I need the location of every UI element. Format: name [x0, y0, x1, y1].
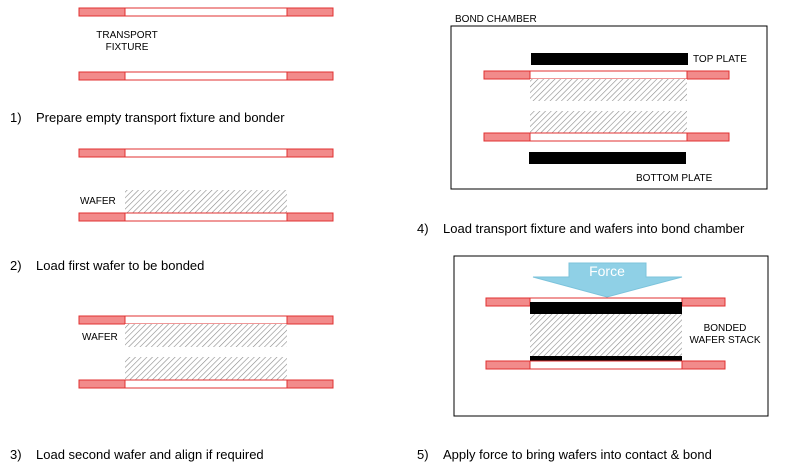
step-3-caption: Load second wafer and align if required	[36, 447, 264, 462]
step-2-diagram: WAFER	[78, 148, 334, 222]
second-wafer	[125, 324, 287, 347]
transport-fixture-label-line1: TRANSPORT	[96, 30, 158, 41]
fixture-bottom-bar	[485, 360, 726, 370]
step-3-diagram: WAFER	[78, 315, 334, 389]
fixture-top-bar	[483, 70, 730, 80]
first-wafer	[125, 357, 287, 380]
step-1-caption: Prepare empty transport fixture and bond…	[36, 110, 285, 125]
fixture-bottom-bar	[78, 379, 334, 389]
step-5-number: 5)	[417, 447, 429, 462]
top-plate	[530, 302, 682, 314]
step-4-caption: Load transport fixture and wafers into b…	[443, 221, 745, 236]
bottom-plate-label: BOTTOM PLATE	[636, 173, 713, 184]
step-5-caption: Apply force to bring wafers into contact…	[443, 447, 712, 462]
fixture-bottom-bar	[483, 132, 730, 142]
transport-fixture-bottom-bar	[78, 71, 334, 81]
fixture-top-bar	[78, 315, 334, 325]
step-4-diagram: BOND CHAMBER TOP PLATE BOTTOM PLATE	[450, 14, 768, 190]
wafer-label: WAFER	[82, 332, 118, 343]
fixture-top-bar	[78, 148, 334, 158]
bottom-plate	[529, 152, 686, 164]
bonded-label-line1: BONDED	[704, 323, 747, 334]
transport-fixture-top-bar	[78, 7, 334, 17]
wafer-label: WAFER	[80, 196, 116, 207]
transport-fixture-label-line2: FIXTURE	[106, 42, 149, 53]
top-plate-label: TOP PLATE	[693, 54, 747, 65]
top-wafer	[530, 79, 687, 101]
fixture-bottom-bar	[78, 212, 334, 222]
bonded-label-line2: WAFER STACK	[689, 335, 760, 346]
bonded-wafer-stack	[530, 314, 682, 356]
force-label: Force	[589, 263, 625, 279]
bond-chamber-frame	[450, 25, 768, 190]
first-wafer	[125, 190, 287, 213]
step-2-number: 2)	[10, 258, 22, 273]
step-4-number: 4)	[417, 221, 429, 236]
step-3-number: 3)	[10, 447, 22, 462]
bottom-wafer	[530, 111, 687, 133]
force-arrow: Force	[532, 262, 683, 298]
step-5-diagram: Force BONDED WAFER STACK	[453, 255, 769, 417]
step-2-caption: Load first wafer to be bonded	[36, 258, 204, 273]
top-plate	[531, 53, 688, 65]
bond-chamber-label: BOND CHAMBER	[455, 14, 537, 25]
step-1-diagram: TRANSPORT FIXTURE	[78, 7, 334, 81]
step-1-number: 1)	[10, 110, 22, 125]
bond-chamber-frame	[453, 255, 769, 417]
